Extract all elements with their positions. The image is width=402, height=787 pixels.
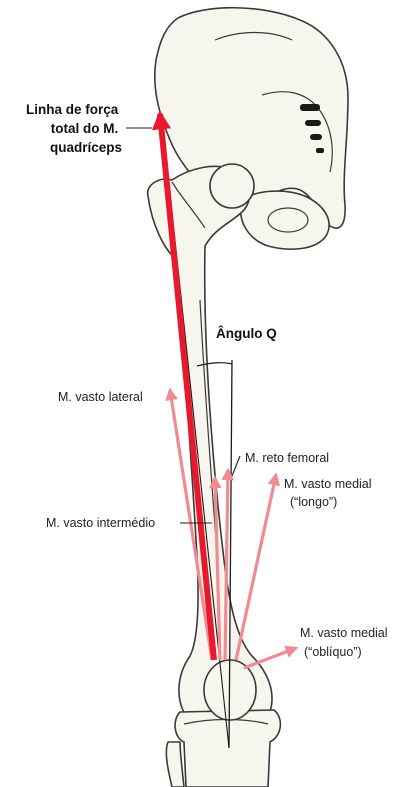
vastus-medialis-long-label: M. vasto medial (“longo”) — [284, 477, 375, 509]
total-force-label-line-2: total do M. — [51, 121, 119, 136]
rectus-femoris-label: M. reto femoral — [245, 451, 329, 465]
vastus-medialis-long-label-line-2: (“longo”) — [290, 495, 337, 509]
vastus-medialis-long-arrow — [236, 475, 276, 660]
rectus-femoris-leader — [232, 456, 240, 476]
vastus-medialis-long-label-line-1: M. vasto medial — [284, 477, 372, 491]
tibia — [175, 710, 280, 787]
q-angle-label: Ângulo Q — [216, 326, 277, 341]
total-force-label-line-3: quadríceps — [50, 140, 122, 155]
fibula — [166, 742, 184, 787]
vastus-medialis-oblique-label: M. vasto medial (“oblíquo”) — [300, 626, 391, 659]
vastus-intermedius-label: M. vasto intermédio — [46, 516, 155, 530]
vastus-medialis-oblique-label-line-2: (“oblíquo”) — [304, 645, 362, 659]
vastus-lateralis-label: M. vasto lateral — [58, 390, 143, 404]
total-force-label-line-1: Linha de força — [26, 102, 119, 117]
total-force-label: Linha de força total do M. quadríceps — [26, 102, 122, 155]
vastus-medialis-oblique-label-line-1: M. vasto medial — [300, 626, 388, 640]
femoral-head — [210, 164, 254, 208]
